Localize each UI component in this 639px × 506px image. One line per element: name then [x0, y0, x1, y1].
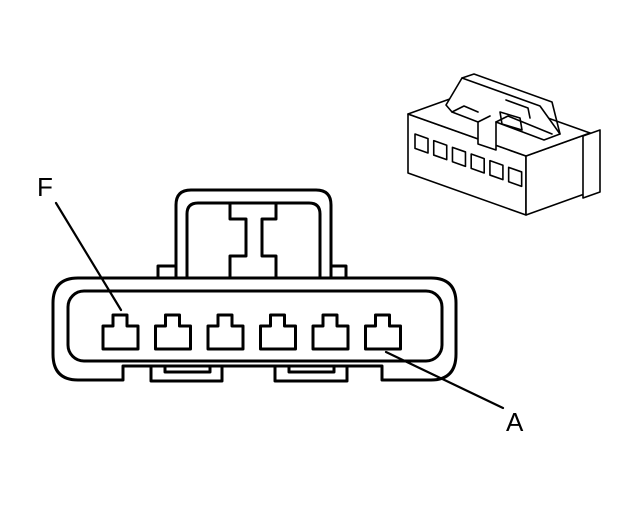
terminal-cavity: [101, 313, 140, 351]
connector-body-outer: [51, 276, 458, 382]
connector-isometric-view: [407, 73, 601, 216]
leader-line-f: [54, 201, 123, 312]
connector-face-view: [51, 188, 458, 383]
leader-line-a: [384, 350, 505, 410]
terminal-cavity: [259, 313, 297, 351]
iso-terminal-cavity: [432, 139, 448, 161]
iso-terminal-cavity: [507, 166, 523, 188]
iso-terminal-cavity: [451, 146, 467, 168]
connector-body-inner: [66, 289, 444, 363]
lock-tab-inner: [185, 201, 322, 280]
iso-lock-latch: [499, 99, 531, 131]
pin-label-a: A: [506, 407, 524, 437]
shoulder-right: [329, 264, 348, 280]
iso-lock-tab-detail: [451, 73, 561, 135]
iso-terminal-cavity: [470, 153, 485, 174]
iso-terminal-cavity: [489, 159, 504, 181]
iso-terminal-cavities: [414, 133, 523, 188]
lock-latch: [228, 201, 278, 280]
lock-tab-housing: [174, 188, 333, 278]
iso-rear-flange: [582, 129, 601, 199]
terminal-cavity: [311, 313, 350, 351]
terminal-cavity: [154, 313, 192, 351]
pin-label-f: F: [37, 172, 53, 202]
bottom-key-left-inner: [163, 364, 212, 374]
terminal-cavities: [101, 313, 402, 351]
bottom-key-right-inner: [287, 364, 336, 374]
terminal-cavity: [206, 313, 245, 351]
terminal-cavity: [364, 313, 402, 351]
shoulder-left: [156, 264, 178, 280]
iso-terminal-cavity: [414, 133, 429, 154]
